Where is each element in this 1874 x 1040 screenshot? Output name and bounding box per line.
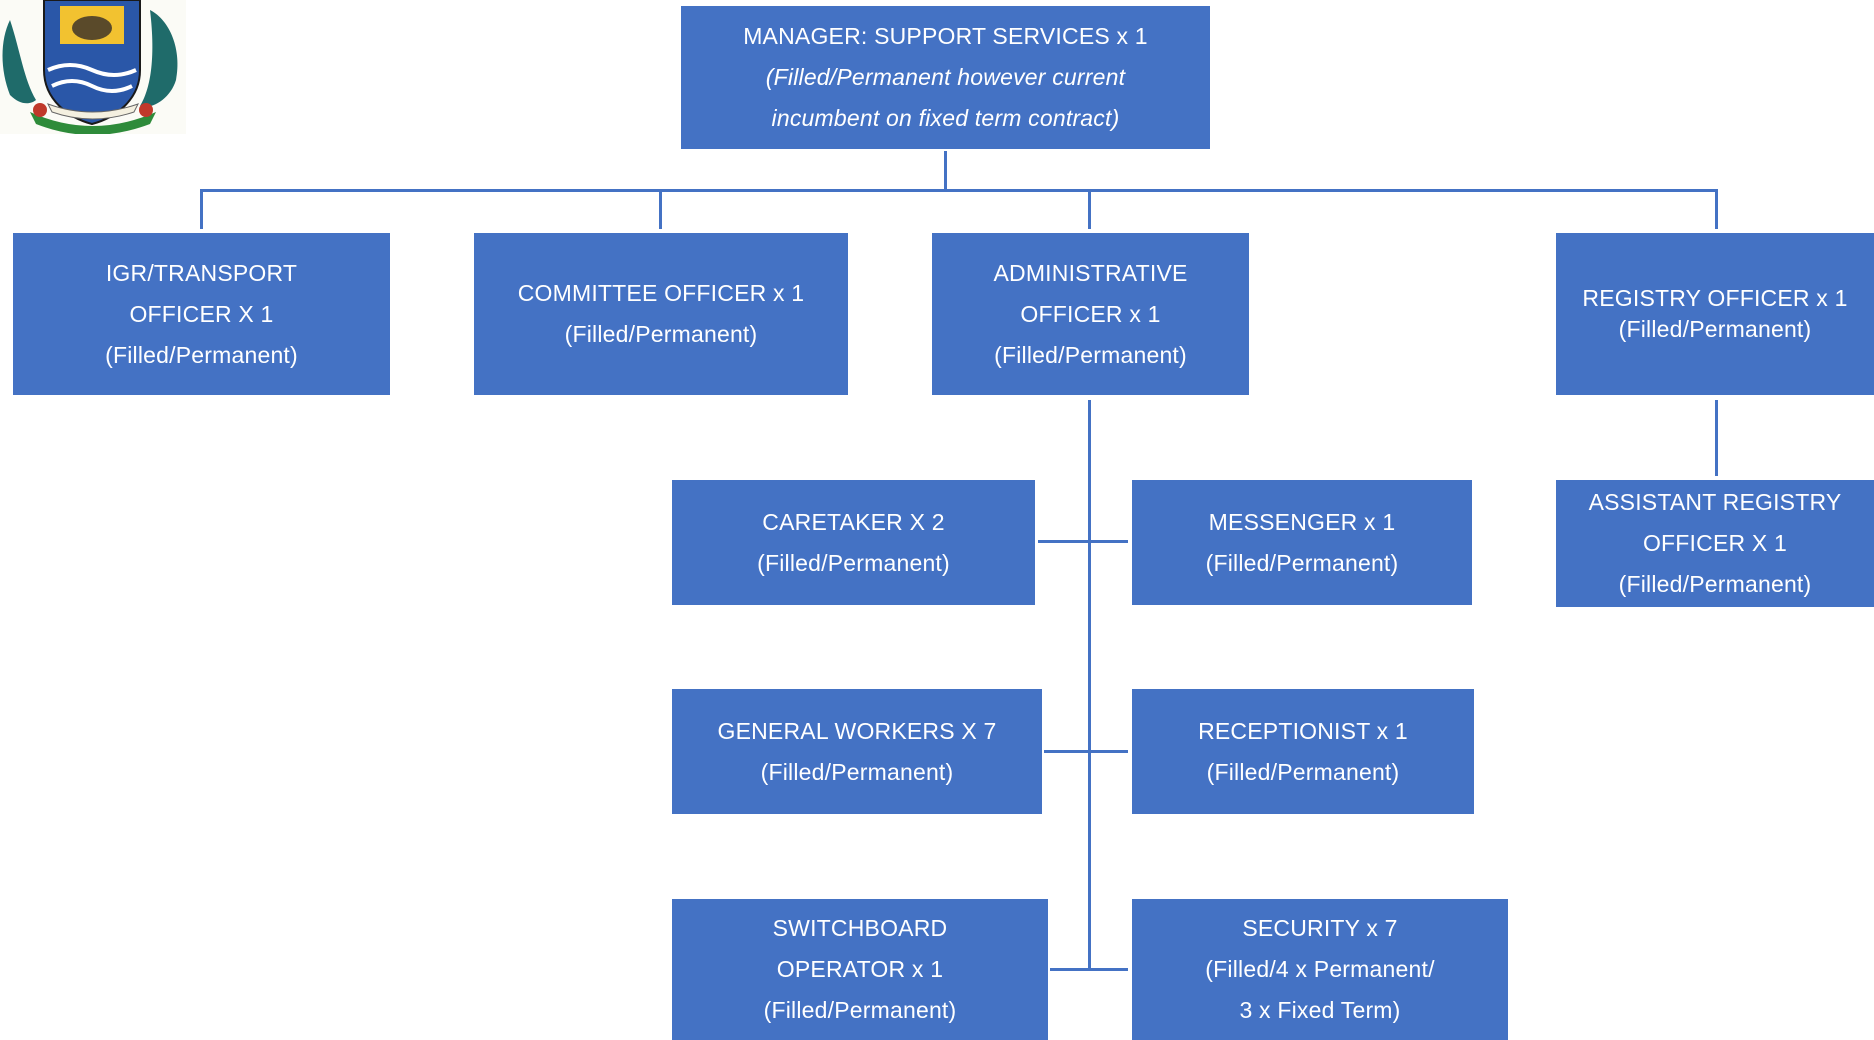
registry-status: (Filled/Permanent) [1618, 316, 1812, 342]
connector-top-horizontal [200, 189, 1718, 192]
general-workers-title: GENERAL WORKERS X 7 [717, 717, 997, 744]
assistant-registry-title-line-1: ASSISTANT REGISTRY [1588, 489, 1842, 515]
connector-switchboard-security [1050, 968, 1128, 971]
connector-to-registry [1715, 189, 1718, 229]
connector-registry-to-assistant [1715, 400, 1718, 476]
connector-admin-spine [1088, 400, 1091, 970]
committee-status: (Filled/Permanent) [564, 321, 758, 347]
connector-caretaker-messenger [1038, 540, 1128, 543]
connector-to-igr [200, 189, 203, 229]
igr-title-line-1: IGR/TRANSPORT [105, 259, 298, 286]
admin-status: (Filled/Permanent) [994, 341, 1187, 368]
caretaker-title: CARETAKER X 2 [762, 508, 945, 535]
manager-title: MANAGER: SUPPORT SERVICES x 1 [743, 23, 1148, 49]
committee-officer-box: COMMITTEE OFFICER x 1 (Filled/Permanent) [474, 233, 848, 395]
receptionist-title: RECEPTIONIST x 1 [1198, 717, 1408, 744]
connector-workers-receptionist [1044, 750, 1128, 753]
caretaker-status: (Filled/Permanent) [757, 549, 950, 576]
switchboard-title-line-2: OPERATOR x 1 [776, 956, 944, 982]
security-title: SECURITY x 7 [1242, 915, 1398, 941]
security-box: SECURITY x 7 (Filled/4 x Permanent/ 3 x … [1132, 899, 1508, 1040]
messenger-status: (Filled/Permanent) [1205, 549, 1399, 576]
switchboard-operator-box: SWITCHBOARD OPERATOR x 1 (Filled/Permane… [672, 899, 1048, 1040]
committee-title: COMMITTEE OFFICER x 1 [517, 280, 805, 306]
connector-manager-down [944, 151, 947, 191]
connector-to-committee [659, 189, 662, 229]
messenger-title: MESSENGER x 1 [1208, 508, 1396, 535]
switchboard-title-line-1: SWITCHBOARD [772, 915, 948, 941]
administrative-officer-box: ADMINISTRATIVE OFFICER x 1 (Filled/Perma… [932, 233, 1249, 395]
admin-title-line-1: ADMINISTRATIVE [993, 259, 1188, 286]
assistant-registry-officer-box: ASSISTANT REGISTRY OFFICER X 1 (Filled/P… [1556, 480, 1874, 607]
switchboard-status: (Filled/Permanent) [763, 997, 957, 1023]
registry-title: REGISTRY OFFICER x 1 [1582, 285, 1848, 311]
coat-of-arms-icon [0, 0, 186, 134]
registry-officer-box: REGISTRY OFFICER x 1 (Filled/Permanent) [1556, 233, 1874, 395]
caretaker-box: CARETAKER X 2 (Filled/Permanent) [672, 480, 1035, 605]
igr-transport-officer-box: IGR/TRANSPORT OFFICER X 1 (Filled/Perman… [13, 233, 390, 395]
manager-support-services-box: MANAGER: SUPPORT SERVICES x 1 (Filled/Pe… [681, 6, 1210, 149]
security-status-line-2: 3 x Fixed Term) [1239, 997, 1401, 1023]
receptionist-box: RECEPTIONIST x 1 (Filled/Permanent) [1132, 689, 1474, 814]
security-status-line-1: (Filled/4 x Permanent/ [1205, 956, 1435, 982]
receptionist-status: (Filled/Permanent) [1206, 758, 1400, 785]
admin-title-line-2: OFFICER x 1 [1020, 300, 1161, 327]
assistant-registry-title-line-2: OFFICER X 1 [1642, 530, 1788, 556]
manager-status-line-1: (Filled/Permanent however current [765, 64, 1126, 90]
igr-title-line-2: OFFICER X 1 [129, 300, 274, 327]
igr-status: (Filled/Permanent) [105, 341, 298, 368]
assistant-registry-status: (Filled/Permanent) [1618, 571, 1812, 597]
manager-status-line-2: incumbent on fixed term contract) [771, 105, 1120, 131]
messenger-box: MESSENGER x 1 (Filled/Permanent) [1132, 480, 1472, 605]
general-workers-status: (Filled/Permanent) [760, 758, 954, 785]
connector-to-admin [1088, 189, 1091, 229]
general-workers-box: GENERAL WORKERS X 7 (Filled/Permanent) [672, 689, 1042, 814]
